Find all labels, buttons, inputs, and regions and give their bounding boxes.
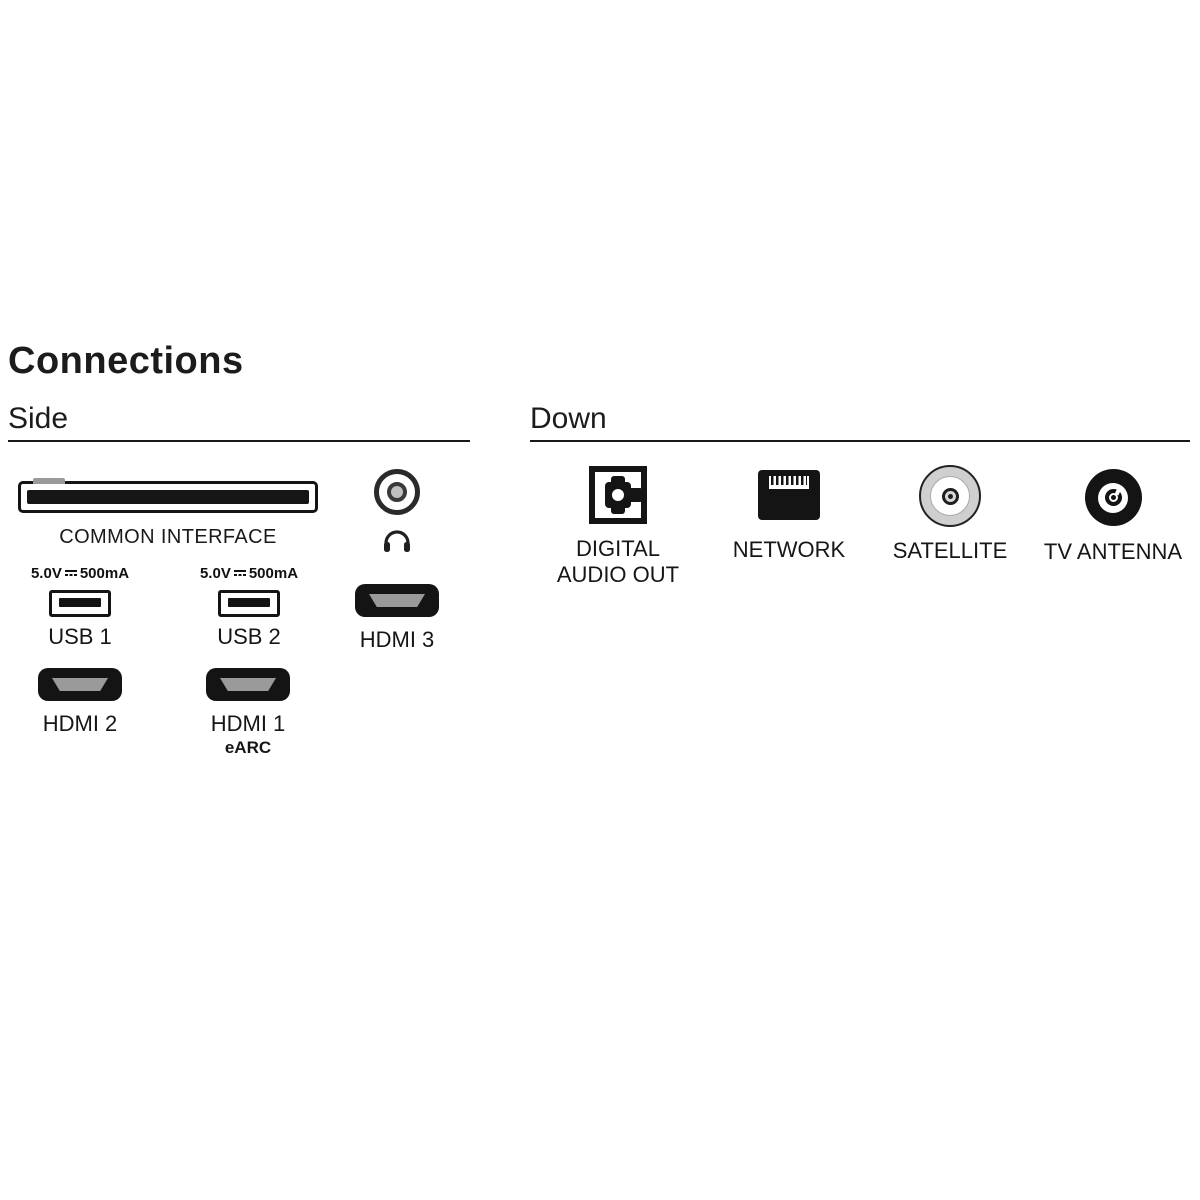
side-divider: [8, 440, 470, 442]
headphone-jack-icon: [374, 469, 420, 515]
hdmi-port-icon: [38, 668, 122, 701]
hdmi3-group: HDMI 3: [337, 584, 457, 653]
headphone-jack-core: [387, 482, 407, 502]
hdmi-port-icon: [206, 668, 290, 701]
satellite-connector-pin: [947, 493, 953, 499]
common-interface-group: COMMON INTERFACE: [18, 478, 318, 549]
digital-audio-out-icon: [589, 466, 647, 524]
usb1-voltage: 5.0V: [30, 564, 62, 582]
usb1-power-rating: 5.0V 500mA: [30, 564, 130, 582]
usb2-voltage: 5.0V: [199, 564, 231, 582]
hdmi1-earc-label: eARC: [224, 738, 272, 757]
dc-symbol-icon: [233, 568, 247, 578]
usb-port-tongue: [228, 598, 270, 607]
hdmi-port-icon: [355, 584, 439, 617]
usb1-label: USB 1: [48, 624, 112, 649]
headphones-icon: [384, 530, 410, 552]
hdmi1-group: HDMI 1 eARC: [188, 668, 308, 758]
toslink-lens: [612, 489, 624, 501]
digital-audio-out-label: DIGITAL AUDIO OUT: [557, 536, 679, 588]
hdmi2-label: HDMI 2: [42, 711, 118, 736]
satellite-label: SATELLITE: [892, 538, 1008, 563]
satellite-connector-body: [930, 476, 970, 516]
hdmi3-label: HDMI 3: [359, 627, 435, 652]
tv-antenna-label: TV ANTENNA: [1043, 539, 1183, 564]
network-group: NETWORK: [724, 470, 854, 563]
usb2-current: 500mA: [248, 564, 299, 582]
down-divider: [530, 440, 1190, 442]
tv-antenna-group: TV ANTENNA: [1043, 469, 1183, 565]
satellite-connector-icon: [919, 465, 981, 527]
hdmi-port-opening: [369, 594, 425, 607]
usb1-group: 5.0V 500mA USB 1: [15, 565, 145, 650]
satellite-group: SATELLITE: [884, 465, 1016, 564]
digital-audio-out-label-line1: DIGITAL: [576, 536, 660, 561]
usb-port-icon: [218, 590, 280, 617]
satellite-connector-core: [941, 487, 959, 505]
common-interface-slot-opening: [27, 490, 309, 504]
usb2-group: 5.0V 500mA USB 2: [184, 565, 314, 650]
section-side-label: Side: [8, 402, 69, 435]
common-interface-label: COMMON INTERFACE: [59, 526, 277, 548]
usb-port-tongue: [59, 598, 101, 607]
tv-antenna-connector-icon: [1084, 469, 1142, 526]
dc-symbol-icon: [64, 568, 78, 578]
usb1-current: 500mA: [79, 564, 130, 582]
hdmi-port-opening: [52, 678, 108, 691]
hdmi1-label: HDMI 1: [210, 711, 286, 736]
usb-port-icon: [49, 590, 111, 617]
network-port-icon: [758, 470, 820, 520]
tv-antenna-connector-core: [1104, 489, 1122, 506]
hdmi2-group: HDMI 2: [20, 668, 140, 737]
usb2-label: USB 2: [217, 624, 281, 649]
usb2-power-rating: 5.0V 500mA: [199, 564, 299, 582]
digital-audio-out-label-line2: AUDIO OUT: [556, 561, 680, 587]
common-interface-slot-icon: [18, 478, 318, 513]
hdmi-port-opening: [220, 678, 276, 691]
tv-antenna-connector-body: [1098, 482, 1128, 513]
section-down-label: Down: [530, 402, 607, 435]
digital-audio-out-group: DIGITAL AUDIO OUT: [548, 466, 688, 588]
network-label: NETWORK: [732, 537, 846, 562]
page-title: Connections: [8, 340, 244, 382]
headphone-group: [372, 469, 422, 554]
toslink-shutter: [605, 476, 643, 514]
